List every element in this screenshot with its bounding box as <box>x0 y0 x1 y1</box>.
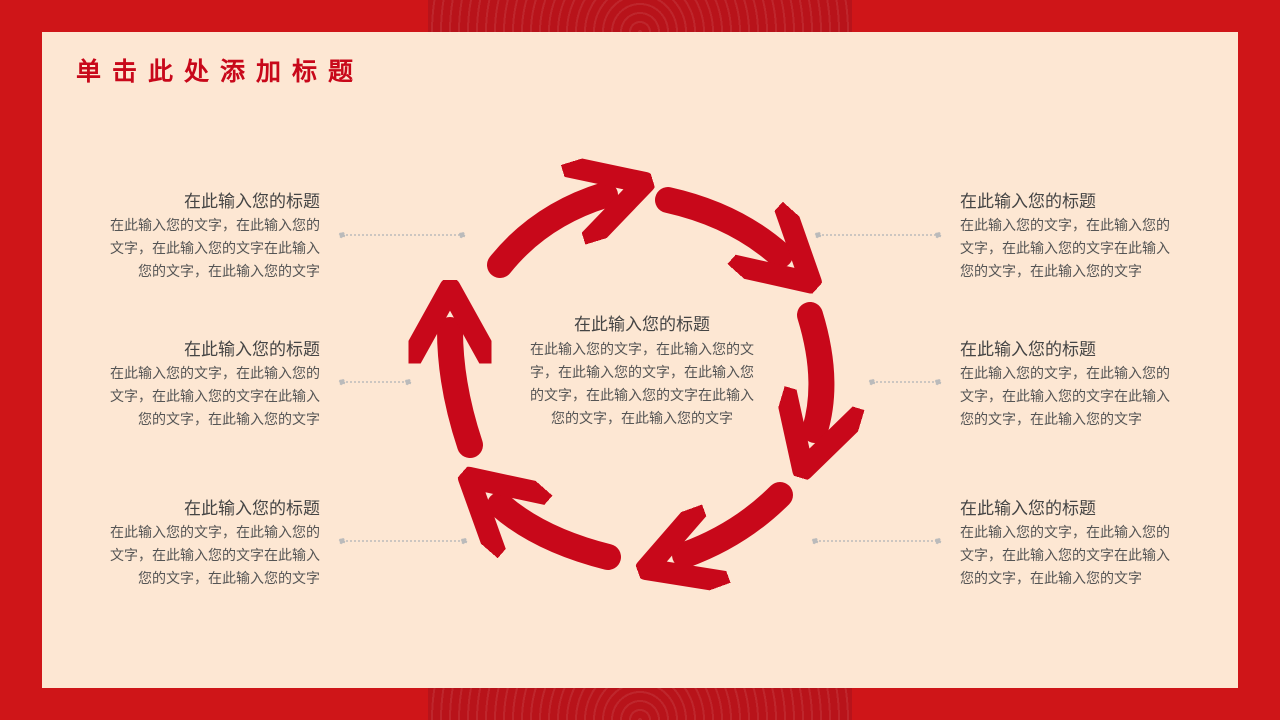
text-block-right-2[interactable]: 在此输入您的标题 在此输入您的文字，在此输入您的文字，在此输入您的文字在此输入您… <box>960 339 1182 432</box>
slide-title[interactable]: 单击此处添加标题 <box>76 57 365 86</box>
cycle-arrow-4 <box>685 482 793 555</box>
item-text: 在此输入您的文字，在此输入您的文字，在此输入您的文字在此输入您的文字，在此输入您… <box>960 525 1170 587</box>
cycle-arrow-2 <box>655 187 780 255</box>
item-text: 在此输入您的文字，在此输入您的文字，在此输入您的文字在此输入您的文字，在此输入您… <box>110 218 320 280</box>
item-title: 在此输入您的标题 <box>184 192 320 212</box>
item-text: 在此输入您的文字，在此输入您的文字，在此输入您的文字在此输入您的文字，在此输入您… <box>110 525 320 587</box>
text-block-left-1[interactable]: 在此输入您的标题 在此输入您的文字，在此输入您的文字，在此输入您的文字在此输入您… <box>98 191 320 284</box>
center-title: 在此输入您的标题 <box>574 315 710 335</box>
cycle-arrow-6 <box>450 330 470 458</box>
item-title: 在此输入您的标题 <box>184 340 320 360</box>
center-text: 在此输入您的文字，在此输入您的文字，在此输入您的文字，在此输入您的文字，在此输入… <box>530 342 754 427</box>
cycle-arrow-3 <box>810 302 821 430</box>
item-title: 在此输入您的标题 <box>960 499 1096 519</box>
item-title: 在此输入您的标题 <box>184 499 320 519</box>
item-title: 在此输入您的标题 <box>960 192 1096 212</box>
bottom-pattern-band <box>428 688 852 720</box>
item-title: 在此输入您的标题 <box>960 340 1096 360</box>
text-block-right-3[interactable]: 在此输入您的标题 在此输入您的文字，在此输入您的文字，在此输入您的文字在此输入您… <box>960 498 1182 591</box>
item-text: 在此输入您的文字，在此输入您的文字，在此输入您的文字在此输入您的文字，在此输入您… <box>960 366 1170 428</box>
top-pattern-band <box>428 0 852 32</box>
text-block-right-1[interactable]: 在此输入您的标题 在此输入您的文字，在此输入您的文字，在此输入您的文字在此输入您… <box>960 191 1182 284</box>
text-block-left-2[interactable]: 在此输入您的标题 在此输入您的文字，在此输入您的文字，在此输入您的文字在此输入您… <box>98 339 320 432</box>
cycle-arrow-5 <box>500 505 621 570</box>
text-block-left-3[interactable]: 在此输入您的标题 在此输入您的文字，在此输入您的文字，在此输入您的文字在此输入您… <box>98 498 320 591</box>
item-text: 在此输入您的文字，在此输入您的文字，在此输入您的文字在此输入您的文字，在此输入您… <box>960 218 1170 280</box>
center-text-block[interactable]: 在此输入您的标题 在此输入您的文字，在此输入您的文字，在此输入您的文字，在此输入… <box>530 314 754 431</box>
cycle-arrow-1 <box>487 195 605 278</box>
item-text: 在此输入您的文字，在此输入您的文字，在此输入您的文字在此输入您的文字，在此输入您… <box>110 366 320 428</box>
